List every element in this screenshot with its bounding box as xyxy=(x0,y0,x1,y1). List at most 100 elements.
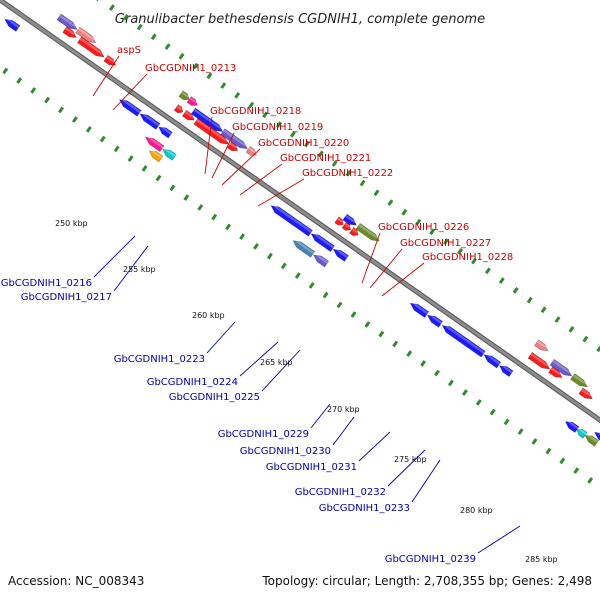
tick-dot xyxy=(434,369,440,377)
gene-arrow xyxy=(576,429,588,439)
scale-label: 275 kbp xyxy=(394,455,427,464)
gene-arrow xyxy=(499,365,514,378)
gene-label: GbCGDNIH1_0226 xyxy=(378,222,469,233)
gene-arrow xyxy=(483,354,502,369)
tick-dot xyxy=(350,311,357,318)
tick-dot xyxy=(192,62,199,70)
tick-dot xyxy=(276,121,282,128)
gene-arrow-highlight xyxy=(345,214,358,224)
label-leader-line xyxy=(411,459,441,503)
tick-dot xyxy=(303,140,310,148)
gene-arrow xyxy=(527,352,551,370)
gene-arrow xyxy=(570,373,588,388)
tick-dot xyxy=(331,160,338,167)
gene-arrow-highlight xyxy=(530,353,551,368)
label-leader-line xyxy=(257,178,305,207)
tick-dot xyxy=(503,418,510,426)
tick-dot xyxy=(58,106,64,114)
tick-dot xyxy=(401,208,408,216)
tick-dot xyxy=(378,330,385,338)
label-leader-line xyxy=(211,132,235,179)
gene-arrow xyxy=(118,99,142,117)
gene-arrow xyxy=(332,248,349,262)
tick-dot xyxy=(141,165,148,172)
gene-arrow-highlight xyxy=(293,239,315,255)
scale-label: 280 kbp xyxy=(460,506,493,515)
gene-arrow-highlight xyxy=(586,433,599,444)
tick-dot xyxy=(122,13,129,21)
tick-dot xyxy=(266,252,273,260)
gene-arrow-highlight xyxy=(337,217,345,224)
gene-arrow xyxy=(173,104,184,114)
gene-label: GbCGDNIH1_0231 xyxy=(266,462,357,473)
label-leader-line xyxy=(361,232,381,284)
tick-dot xyxy=(113,145,120,153)
tick-dot xyxy=(262,111,269,119)
tick-dot xyxy=(127,155,134,162)
tick-dot xyxy=(420,360,427,367)
gene-arrow xyxy=(56,13,78,30)
gene-arrow-highlight xyxy=(150,149,163,159)
gene-arrow xyxy=(75,26,97,44)
tick-dot xyxy=(308,282,315,289)
map-title: Granulibacter bethesdensis CGDNIH1, comp… xyxy=(115,12,485,27)
tick-dot xyxy=(99,135,106,143)
gene-arrow xyxy=(441,325,486,358)
gene-arrow xyxy=(4,18,21,32)
gene-arrow xyxy=(220,128,248,150)
tick-dot xyxy=(155,174,162,182)
gene-label: GbCGDNIH1_0216 xyxy=(1,278,92,289)
tick-dot xyxy=(559,457,566,465)
gene-arrow xyxy=(426,314,444,328)
gene-arrow xyxy=(193,118,230,145)
gene-arrow xyxy=(349,227,359,237)
gene-arrow-highlight xyxy=(272,204,313,233)
tick-dot xyxy=(225,223,232,231)
tick-dot xyxy=(545,447,552,455)
tick-dot xyxy=(554,316,561,323)
scale-label: 270 kbp xyxy=(327,405,360,414)
tick-dot xyxy=(429,228,436,236)
topology-summary: Topology: circular; Length: 2,708,355 bp… xyxy=(262,574,592,588)
gene-arrow-highlight xyxy=(581,388,594,398)
tick-dot xyxy=(150,33,157,41)
gene-arrow xyxy=(312,254,330,268)
gene-arrow xyxy=(162,149,177,161)
gene-arrow xyxy=(584,434,599,447)
gene-arrow-highlight xyxy=(351,228,359,234)
gene-label: GbCGDNIH1_0222 xyxy=(302,168,393,179)
gene-arrow-highlight xyxy=(572,374,589,386)
gene-arrow-highlight xyxy=(484,353,501,365)
gene-arrow-highlight xyxy=(500,364,513,374)
tick-dot xyxy=(206,72,213,80)
gene-arrow-highlight xyxy=(536,340,549,350)
gene-arrow xyxy=(21,0,36,2)
gene-arrow xyxy=(334,216,344,226)
tick-dot xyxy=(336,301,343,309)
label-leader-line xyxy=(206,321,236,354)
gene-arrow xyxy=(145,136,165,153)
tick-dot xyxy=(461,389,468,396)
tick-dot xyxy=(345,169,352,177)
scale-label: 250 kbp xyxy=(55,219,88,228)
gene-arrow xyxy=(190,107,224,133)
gene-label: aspS xyxy=(117,45,141,56)
label-leader-line xyxy=(369,248,403,289)
gene-arrow xyxy=(139,113,161,130)
tick-dot xyxy=(95,0,101,2)
tick-dot xyxy=(531,438,538,445)
gene-arrow-highlight xyxy=(65,27,78,37)
tick-dot xyxy=(457,247,463,255)
tick-dot xyxy=(211,213,218,221)
gene-label: GbCGDNIH1_0239 xyxy=(385,554,476,565)
label-leader-line xyxy=(310,403,331,429)
gene-arrow-highlight xyxy=(312,232,335,249)
gene-label: GbCGDNIH1_0220 xyxy=(258,138,349,149)
gene-arrow-highlight xyxy=(159,125,172,135)
tick-dot xyxy=(16,77,23,84)
gene-label: GbCGDNIH1_0229 xyxy=(218,429,309,440)
tick-dot xyxy=(489,408,496,416)
gene-label: GbCGDNIH1_0233 xyxy=(319,503,410,514)
